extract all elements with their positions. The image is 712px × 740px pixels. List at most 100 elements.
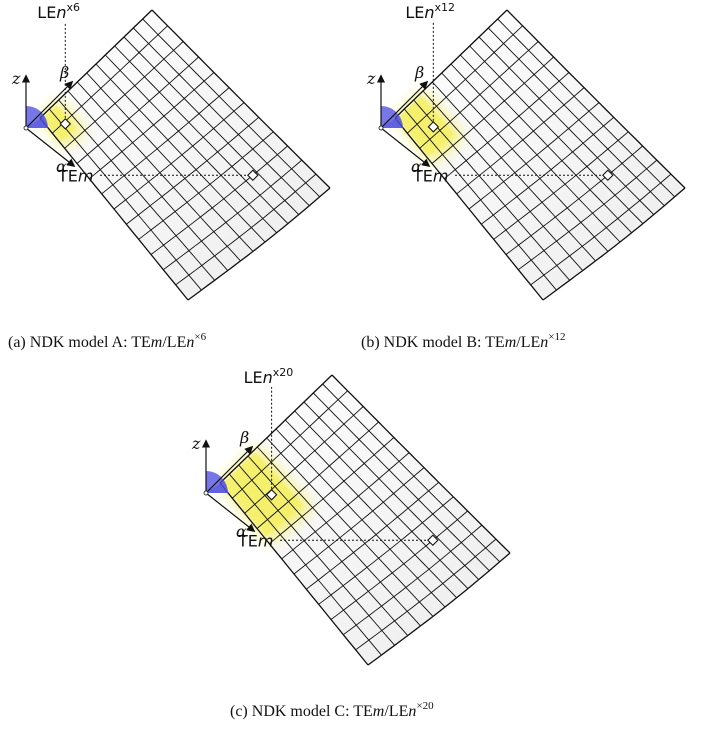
grid-line [256, 446, 421, 627]
coordinate-axes: z β α [366, 63, 431, 176]
node-markers [265, 489, 439, 547]
grid-line [312, 392, 490, 572]
grid-line [422, 90, 584, 271]
coordinate-axes: z β α [11, 63, 76, 176]
grid-line [506, 9, 686, 189]
alpha-axis [205, 492, 256, 533]
grid-line [331, 374, 511, 554]
grid-line [67, 90, 229, 271]
grid-line [114, 45, 289, 224]
grid-line [86, 72, 254, 252]
grid-line [266, 437, 434, 617]
curved-surface [395, 10, 685, 300]
alpha-axis [380, 127, 431, 168]
grid-line [58, 99, 216, 281]
grid-line [275, 428, 446, 608]
grid-line [48, 108, 202, 291]
curved-surface [40, 10, 330, 300]
caption-b: (b) NDK model B: TEm/LEn×12 [361, 331, 565, 351]
grid-line [238, 464, 396, 646]
beta-axis [380, 80, 429, 129]
grid-line [459, 54, 632, 234]
le-node-marker [59, 118, 72, 130]
grid-line [247, 455, 409, 636]
origin-quadrant-shade [381, 116, 403, 128]
grid-line [123, 36, 300, 215]
patch-core [42, 105, 76, 142]
grid-line [104, 54, 277, 234]
curved-surface [220, 375, 510, 665]
grid-line [487, 27, 665, 207]
grid-line [151, 9, 331, 189]
grid-line [284, 419, 457, 599]
te-node-marker [602, 169, 614, 182]
grid-line [394, 117, 544, 301]
z-axis-label: z [11, 69, 21, 88]
z-axis-label: z [366, 69, 376, 88]
le-label: LEnx20 [244, 366, 294, 387]
grid-line [431, 81, 596, 262]
te-node-marker [247, 169, 259, 182]
grid-line [132, 27, 310, 207]
origin-point [23, 125, 29, 131]
grid-line [322, 383, 501, 563]
te-label: TEm [237, 531, 273, 550]
te-node-marker [427, 534, 439, 547]
grid-line [142, 18, 321, 198]
grid-line [219, 482, 369, 666]
grid-line [413, 99, 571, 281]
grid-line [219, 374, 333, 484]
beta-axis-label: β [59, 63, 69, 82]
surface-grid [39, 9, 331, 301]
patch-core [397, 96, 454, 157]
grid-line [39, 117, 189, 301]
le-node-marker [427, 121, 440, 133]
grid-line [95, 63, 266, 243]
surface-fill [395, 10, 685, 300]
grid-line [469, 45, 644, 224]
grid-line [478, 36, 655, 215]
node-markers [59, 118, 259, 182]
beta-axis-label: β [414, 63, 424, 82]
caption-c: (c) NDK model C: TEm/LEn×20 [230, 700, 434, 720]
origin-quadrant-shade [26, 116, 48, 128]
z-axis-label: z [191, 434, 201, 453]
caption-a: (a) NDK model A: TEm/LEn×6 [8, 331, 207, 351]
grid-line [76, 81, 241, 262]
te-label: TEm [57, 166, 93, 185]
grid-line [497, 18, 676, 198]
origin-point [378, 125, 384, 131]
origin-quadrant-shade [206, 481, 228, 493]
le-label: LEnx12 [405, 1, 455, 22]
grid-line [228, 473, 382, 656]
surface-grid [394, 9, 686, 301]
grid-line [450, 63, 621, 243]
alpha-axis-label: α [411, 157, 422, 176]
grid-line [303, 401, 480, 580]
node-markers [427, 121, 614, 182]
beta-axis [205, 445, 254, 494]
le-node-marker [265, 489, 278, 501]
origin-point [203, 490, 209, 496]
surface-fill [40, 10, 330, 300]
beta-axis-label: β [239, 428, 249, 447]
te-label: TEm [412, 166, 448, 185]
grid-line [441, 72, 609, 252]
beta-axis [25, 80, 74, 129]
alpha-axis-label: α [56, 157, 67, 176]
le-label: LEnx6 [37, 1, 80, 22]
surface-grid [219, 374, 511, 666]
alpha-axis [25, 127, 76, 168]
grid-line [403, 108, 557, 291]
grid-line [294, 410, 469, 589]
surface-fill [220, 375, 510, 665]
